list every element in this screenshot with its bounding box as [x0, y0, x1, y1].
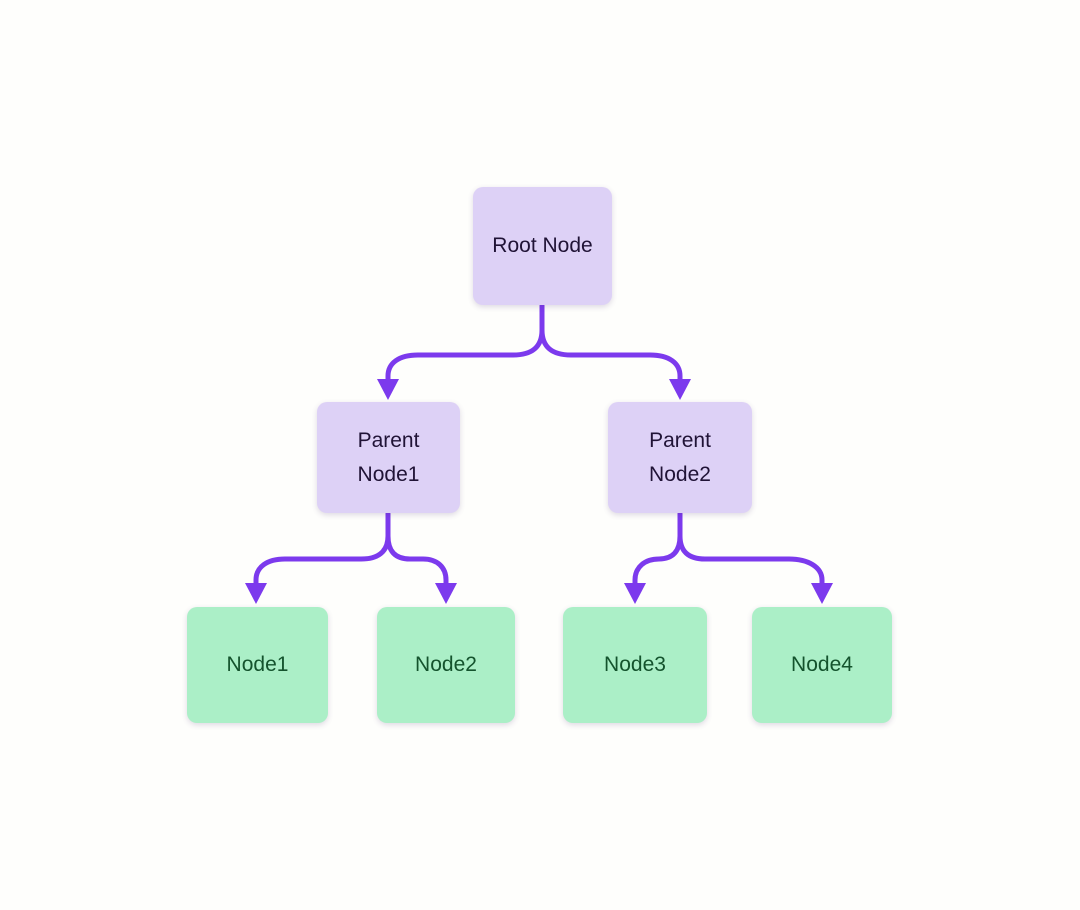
node-parent1-label: Parent Node1 — [357, 428, 420, 486]
edge-line — [632, 511, 683, 587]
edge-root-to-parent2 — [539, 303, 691, 400]
node-leaf3: Node3 — [563, 607, 707, 723]
edge-line — [539, 303, 683, 383]
edge-parent1-to-node1 — [245, 511, 391, 604]
edge-parent1-to-node2 — [385, 511, 457, 604]
node-root-label: Root Node — [492, 234, 593, 257]
node-leaf4-label: Node4 — [791, 653, 853, 676]
node-root: Root Node — [473, 187, 612, 305]
node-leaf1-label: Node1 — [226, 653, 289, 676]
node-parent2: Parent Node2 — [608, 402, 752, 513]
node-leaf2-label: Node2 — [415, 653, 477, 676]
edge-root-to-parent1 — [377, 303, 545, 400]
edge-line — [385, 511, 449, 587]
arrowhead-icon — [669, 379, 691, 400]
node-leaf4: Node4 — [752, 607, 892, 723]
node-leaf3-label: Node3 — [604, 653, 666, 676]
node-leaf2: Node2 — [377, 607, 515, 723]
edge-line — [677, 511, 825, 587]
arrowhead-icon — [245, 583, 267, 604]
edge-parent2-to-node4 — [677, 511, 833, 604]
arrowhead-icon — [624, 583, 646, 604]
edge-line — [253, 511, 391, 587]
arrowhead-icon — [811, 583, 833, 604]
node-leaf1: Node1 — [187, 607, 328, 723]
arrowhead-icon — [377, 379, 399, 400]
edge-parent2-to-node3 — [624, 511, 683, 604]
node-parent2-label: Parent Node2 — [649, 428, 711, 486]
edge-line — [385, 303, 545, 383]
node-parent1: Parent Node1 — [317, 402, 460, 513]
arrowhead-icon — [435, 583, 457, 604]
